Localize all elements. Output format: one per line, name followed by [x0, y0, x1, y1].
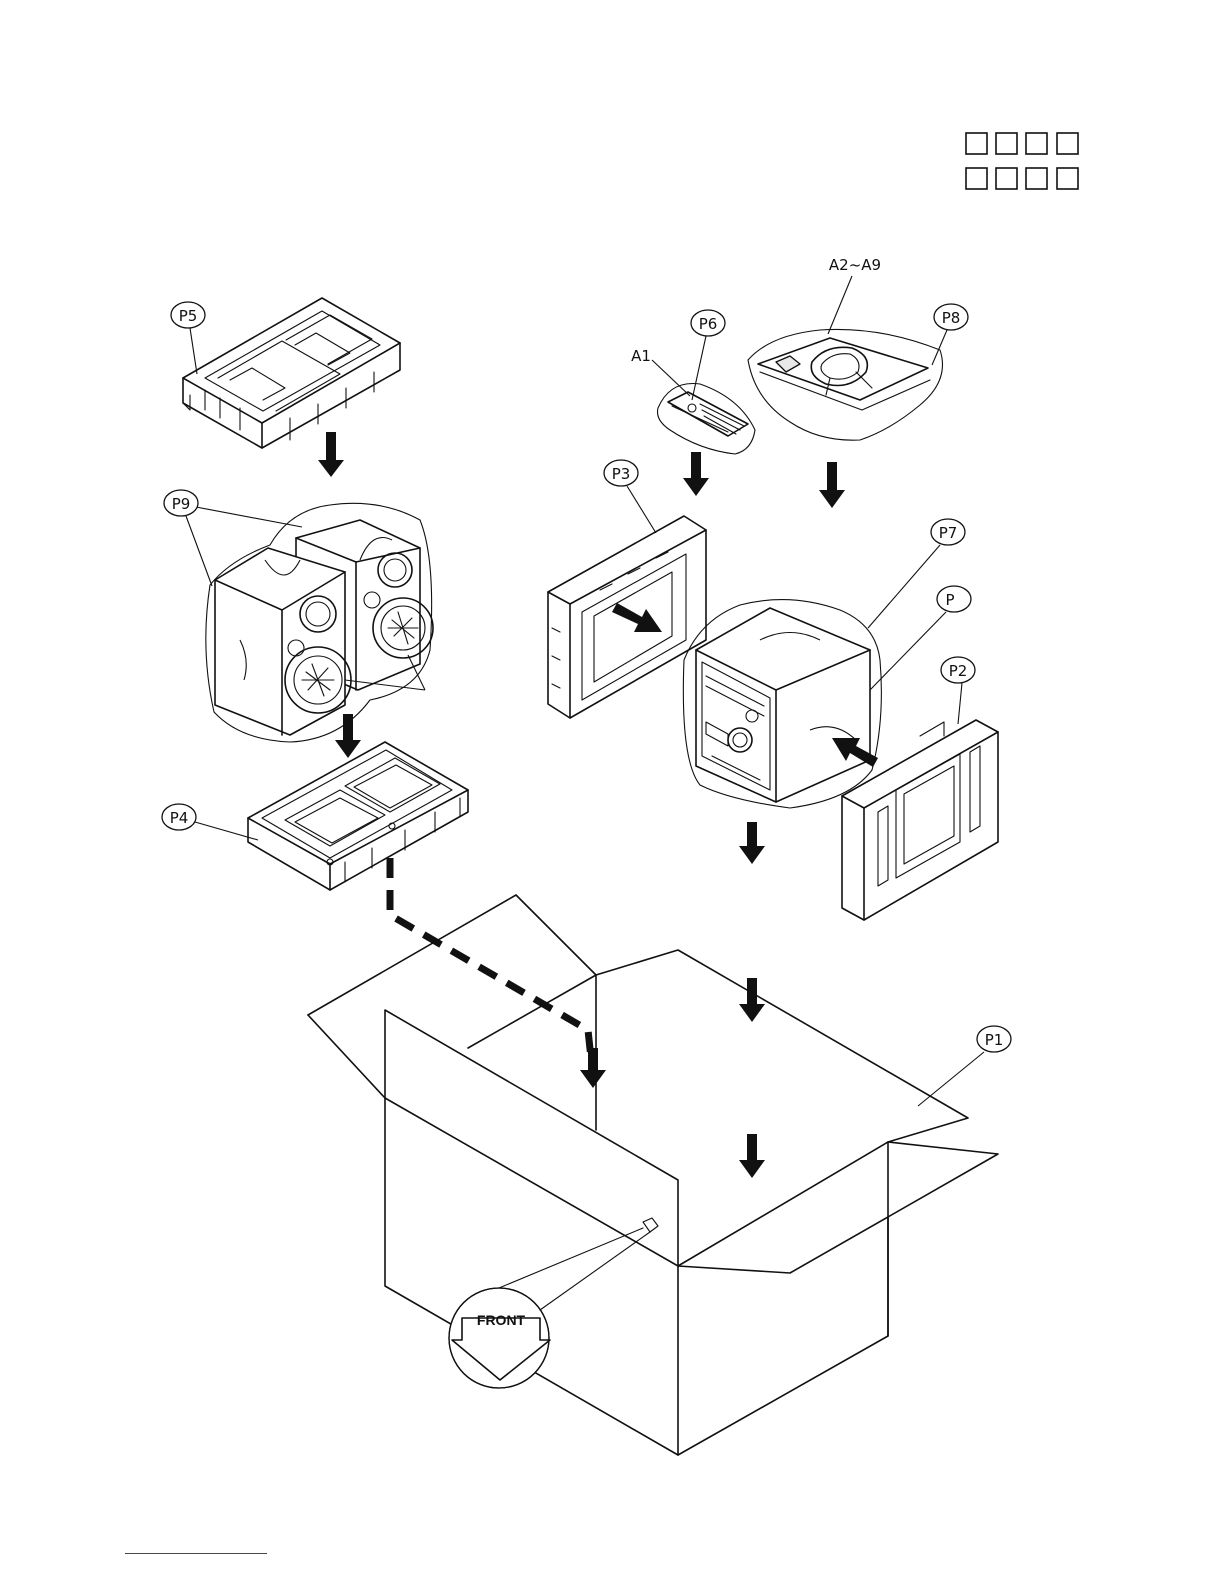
down-arrow-icon — [739, 1134, 765, 1178]
p6-remote-bag — [658, 384, 756, 455]
down-arrow-icon — [580, 1048, 606, 1088]
down-arrow-icon — [318, 432, 344, 477]
down-arrow-icon — [683, 452, 709, 496]
label-p7: P7 — [939, 524, 958, 542]
footer-rule — [125, 1553, 267, 1554]
p1-shipping-carton — [308, 895, 998, 1455]
label-p1: P1 — [985, 1031, 1004, 1049]
label-p9: P9 — [172, 495, 191, 513]
p8-accessories-bag — [748, 329, 943, 440]
down-arrow-icon — [335, 714, 361, 758]
front-marker: FRONT — [449, 1228, 650, 1388]
label-p2: P2 — [949, 662, 968, 680]
label-p3: P3 — [612, 465, 631, 483]
label-a1: A1 — [631, 347, 651, 365]
title-boxes — [966, 133, 1078, 189]
label-p4: P4 — [170, 809, 189, 827]
main-unit-bagged — [683, 600, 881, 808]
front-label: FRONT — [477, 1312, 526, 1328]
label-a2-a9: A2~A9 — [829, 256, 881, 274]
label-p5: P5 — [179, 307, 198, 325]
label-p6: P6 — [699, 315, 718, 333]
p9-speakers-bagged — [206, 503, 433, 742]
down-arrow-icon — [819, 462, 845, 508]
label-p-unlabeled: P — [945, 591, 954, 609]
down-arrow-icon — [739, 978, 765, 1022]
p5-top-foam-tray — [183, 298, 400, 448]
down-arrow-icon — [739, 822, 765, 864]
p4-bottom-foam-tray — [248, 742, 468, 890]
label-p8: P8 — [942, 309, 961, 327]
dashed-guide-line — [390, 858, 592, 1068]
